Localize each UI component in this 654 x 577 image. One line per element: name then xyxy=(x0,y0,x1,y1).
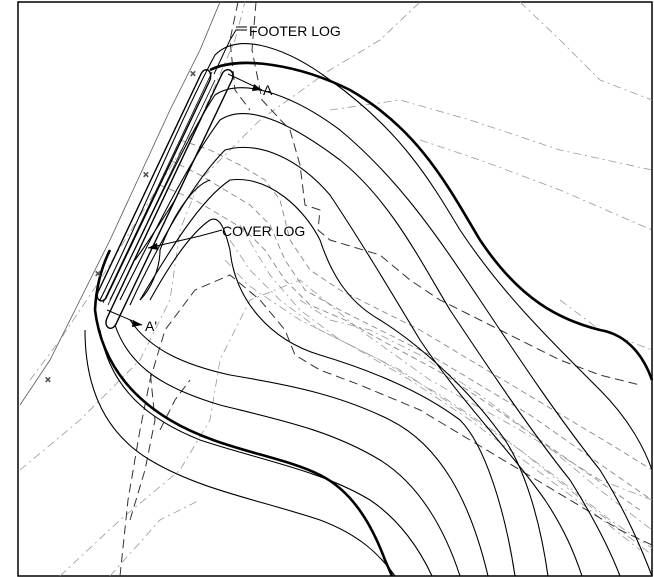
existing-edge-line xyxy=(229,1,251,111)
existing-contour-line xyxy=(19,1,421,471)
contour-line xyxy=(99,329,433,577)
fence-x-mark: × xyxy=(95,269,101,280)
existing-contour-line xyxy=(329,99,653,171)
grading-limit-line xyxy=(209,61,654,381)
fence-x-mark: × xyxy=(143,170,149,181)
channel-line xyxy=(159,184,641,511)
existing-contour-line xyxy=(109,499,201,577)
channel-line xyxy=(169,159,653,501)
existing-contour-line xyxy=(419,139,653,231)
contour-line xyxy=(119,112,621,577)
existing-contour-line xyxy=(224,259,641,551)
cover-log-leader xyxy=(147,229,223,249)
existing-contours xyxy=(19,1,653,577)
section-a-prime-label: A' xyxy=(145,318,157,334)
channel-line xyxy=(179,139,653,471)
fence-line: × × × × xyxy=(19,1,221,406)
contour-line xyxy=(139,179,211,301)
fence-x-mark: × xyxy=(190,69,196,80)
contour-line xyxy=(129,319,489,577)
log-edge-line xyxy=(107,79,216,306)
existing-contour-line xyxy=(299,299,653,531)
log-assembly xyxy=(96,69,234,329)
existing-contour-line xyxy=(559,299,653,351)
existing-edge-line xyxy=(119,274,653,577)
contour-line xyxy=(139,179,549,577)
contour-line xyxy=(149,218,516,577)
existing-edges xyxy=(119,1,653,577)
contour-line xyxy=(129,146,583,577)
contour-line xyxy=(109,87,653,577)
channel-lines xyxy=(159,139,653,511)
drawing-border xyxy=(17,1,653,577)
footer-log-callout: FOOTER LOG xyxy=(213,23,341,75)
section-a-arrowhead xyxy=(252,84,262,91)
proposed-contours xyxy=(84,43,653,577)
contour-line xyxy=(84,329,396,577)
footer-log-leader xyxy=(213,29,247,75)
cover-log-shape xyxy=(105,69,234,329)
grading-limit-line xyxy=(93,249,112,311)
section-a-prime-arrowhead xyxy=(132,320,142,327)
cover-log-label: COVER LOG xyxy=(222,223,305,239)
existing-contour-line xyxy=(59,279,653,577)
section-a-label: A xyxy=(263,82,273,98)
log-edge-line xyxy=(102,71,213,304)
section-line: A A' xyxy=(106,73,273,334)
existing-edge-line xyxy=(129,369,156,521)
grading-limit-line xyxy=(93,309,394,577)
fence-x-mark: × xyxy=(45,375,51,386)
footer-log-shape xyxy=(96,69,212,302)
existing-contour-line xyxy=(239,224,653,556)
cover-log-callout: COVER LOG xyxy=(147,223,305,250)
existing-edge-line xyxy=(159,379,191,431)
footer-log-label: FOOTER LOG xyxy=(249,23,341,39)
fence-line-path xyxy=(19,1,221,406)
contour-line xyxy=(114,324,461,577)
contour-line xyxy=(99,43,653,471)
existing-contour-line xyxy=(519,1,653,101)
cover-log-arrowhead xyxy=(148,243,158,250)
existing-edge-line xyxy=(251,1,641,386)
existing-contour-line xyxy=(229,239,653,549)
